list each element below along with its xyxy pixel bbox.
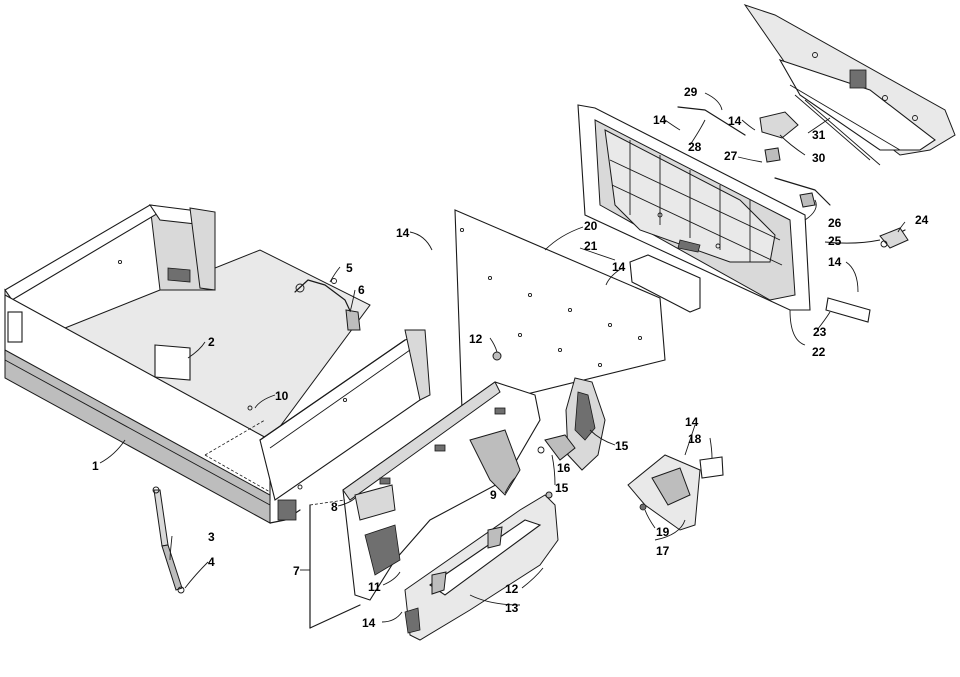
callout-21: 21 xyxy=(584,239,598,253)
rod xyxy=(774,177,831,206)
callout-10: 10 xyxy=(275,389,289,403)
rod-clip xyxy=(799,192,816,208)
callout-24: 24 xyxy=(915,213,929,227)
callout-23: 23 xyxy=(813,325,827,339)
latch-block xyxy=(759,111,799,139)
callout-28: 28 xyxy=(688,140,702,154)
leader-lines xyxy=(99,92,906,623)
callout-15-latch: 15 xyxy=(615,439,629,453)
callout-14-reflector: 14 xyxy=(828,255,842,269)
callout-7: 7 xyxy=(293,564,300,578)
cable-latch xyxy=(294,278,361,331)
tailgate-frame xyxy=(577,104,811,311)
callout-14-pocket: 14 xyxy=(612,260,626,274)
step-panel xyxy=(404,491,559,641)
reflector xyxy=(825,297,871,323)
callout-6: 6 xyxy=(358,283,365,297)
nut xyxy=(492,351,502,361)
callout-3: 3 xyxy=(208,530,215,544)
tailgate-cover xyxy=(743,4,956,166)
tailgate-outer xyxy=(309,381,541,629)
callout-17: 17 xyxy=(656,544,670,558)
callout-8: 8 xyxy=(331,500,338,514)
callout-29: 29 xyxy=(684,85,698,99)
handle-pocket xyxy=(629,254,701,313)
callout-11: 11 xyxy=(368,580,381,594)
callout-13: 13 xyxy=(505,601,519,615)
callout-20: 20 xyxy=(584,219,598,233)
clip xyxy=(764,147,781,163)
cargo-box xyxy=(4,204,431,524)
hinge xyxy=(879,227,909,249)
callout-2: 2 xyxy=(208,335,215,349)
callout-12-upper: 12 xyxy=(469,332,483,346)
callout-1: 1 xyxy=(92,459,99,473)
callout-19: 19 xyxy=(656,525,670,539)
callout-27: 27 xyxy=(724,149,738,163)
light-bracket xyxy=(627,454,724,531)
callout-25: 25 xyxy=(828,234,842,248)
gas-strut xyxy=(152,486,185,594)
callout-26: 26 xyxy=(828,216,842,230)
callouts: 1 2 3 4 5 6 7 8 9 10 11 12 12 13 14 14 1… xyxy=(92,85,929,630)
callout-22: 22 xyxy=(812,345,826,359)
callout-9: 9 xyxy=(490,488,497,502)
callout-14-bracket: 14 xyxy=(685,415,699,429)
latch-rod xyxy=(677,106,746,136)
latch-assembly xyxy=(537,377,606,471)
callout-5: 5 xyxy=(346,261,353,275)
callout-12-lower: 12 xyxy=(505,582,519,596)
callout-31: 31 xyxy=(812,128,826,142)
callout-18: 18 xyxy=(688,432,702,446)
callout-14-step: 14 xyxy=(362,616,376,630)
tailgate-panel xyxy=(454,209,666,411)
callout-14-rod: 14 xyxy=(653,113,667,127)
callout-4: 4 xyxy=(208,555,215,569)
callout-14-block: 14 xyxy=(728,114,742,128)
callout-30: 30 xyxy=(812,151,826,165)
callout-14-panel: 14 xyxy=(396,226,410,240)
callout-16: 16 xyxy=(557,461,571,475)
callout-15-lower: 15 xyxy=(555,481,569,495)
